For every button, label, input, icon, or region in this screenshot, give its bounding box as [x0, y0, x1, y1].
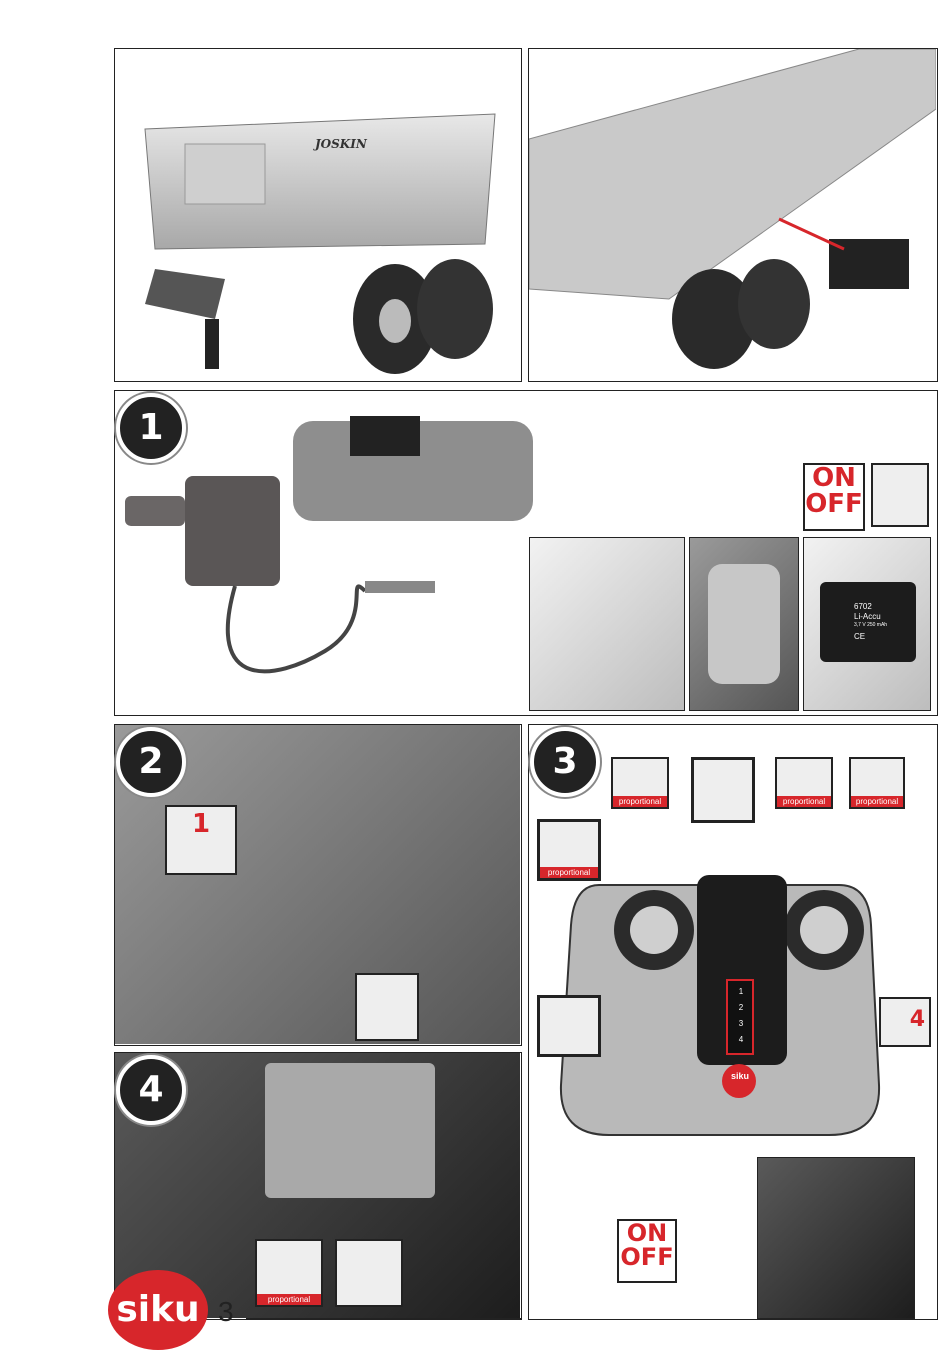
- light-icon: [691, 757, 755, 823]
- proportional-label: proportional: [540, 867, 598, 878]
- switch-icon-1: [871, 463, 929, 527]
- steering-icon: [537, 995, 601, 1057]
- crane-proportional-icon: proportional: [775, 757, 833, 809]
- drive-proportional-icon: proportional: [849, 757, 905, 809]
- on-label: ON: [812, 463, 856, 493]
- proportional-label: proportional: [851, 796, 903, 807]
- steering-icon-2: [335, 1239, 403, 1307]
- step-3-badge: 3: [530, 727, 600, 797]
- step-1-panel: 6702 Li-Accu 3,7 V 250 mAh CE ON OFF: [114, 390, 938, 716]
- step-4-badge: 4: [116, 1055, 186, 1125]
- steering-proportional-icon: proportional: [611, 757, 669, 809]
- remote-back-shape: [708, 564, 780, 684]
- switch-icon-2: [355, 973, 419, 1041]
- trailer-illustration: [144, 113, 496, 374]
- channel-selector-photo: [757, 1157, 915, 1319]
- trailer-rear-photo-panel: [528, 48, 938, 382]
- proportional-label: proportional: [777, 796, 831, 807]
- remote-back-photo: [689, 537, 799, 711]
- step-3-panel: proportional proportional proportional p…: [528, 724, 938, 1320]
- step-2-badge: 2: [116, 727, 186, 797]
- battery-photo: 6702 Li-Accu 3,7 V 250 mAh CE: [803, 537, 931, 711]
- proportional-label: proportional: [613, 796, 667, 807]
- trailer-brand-text: JOSKIN: [315, 137, 367, 151]
- accu-insert-photo: [529, 537, 685, 711]
- remote-siku-logo: siku: [730, 1071, 749, 1081]
- coupling-box: [265, 1063, 435, 1198]
- charger-illustration: [125, 416, 533, 674]
- proportional-label: proportional: [257, 1294, 321, 1305]
- trailer-front-photo-panel: JOSKIN: [114, 48, 522, 382]
- channel-4-label[interactable]: 4: [738, 1035, 744, 1044]
- off-label: OFF: [805, 489, 863, 519]
- channel-2-label[interactable]: 2: [738, 1003, 744, 1012]
- battery-spec: 3,7 V 250 mAh: [854, 622, 888, 628]
- on-off-label-2: ON OFF: [617, 1219, 677, 1283]
- badge-1-icon: 1: [165, 805, 237, 875]
- off-label: OFF: [620, 1243, 674, 1271]
- battery-model: 6702: [854, 602, 872, 611]
- channel-1-label[interactable]: 1: [738, 987, 744, 996]
- tipper-proportional-icon-2: proportional: [255, 1239, 323, 1307]
- footer-rule: [246, 1318, 522, 1319]
- channel-3-label[interactable]: 3: [738, 1019, 744, 1028]
- battery-name: Li-Accu: [854, 612, 881, 621]
- channel-4-number: 4: [909, 1007, 925, 1032]
- step-1-badge: 1: [116, 393, 186, 463]
- siku-logo: siku: [108, 1270, 208, 1350]
- tractor-connection-photo: [115, 725, 520, 1044]
- channel-4-icon: 4: [879, 997, 931, 1047]
- remote-control-illustration: [559, 875, 881, 1136]
- page-number: 3: [218, 1296, 234, 1327]
- battery-ce-mark: CE: [854, 632, 866, 641]
- on-off-label-1: ON OFF: [803, 463, 865, 531]
- on-label: ON: [626, 1219, 668, 1247]
- trailer-rear-illustration: [529, 49, 937, 369]
- badge-1-number: 1: [191, 809, 211, 839]
- channel-list: 1 2 3 4: [733, 987, 749, 1051]
- tipper-proportional-icon: proportional: [537, 819, 601, 881]
- battery-body: 6702 Li-Accu 3,7 V 250 mAh CE: [820, 582, 916, 662]
